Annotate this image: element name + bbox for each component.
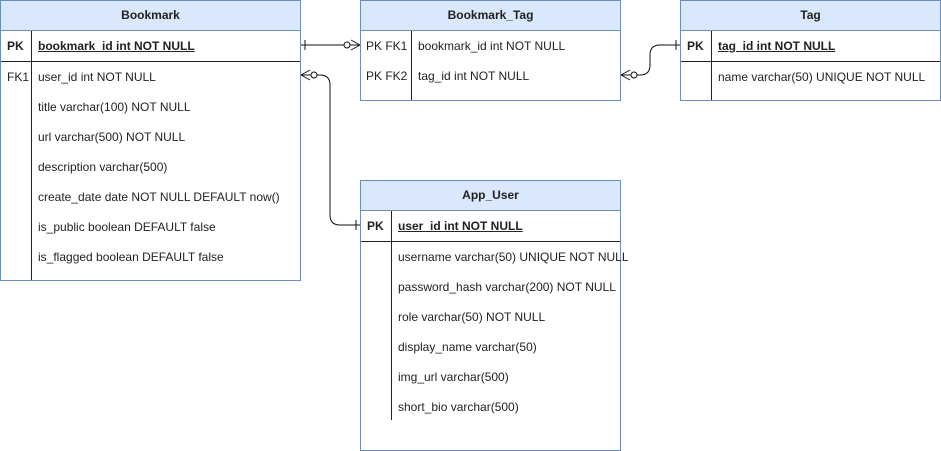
key-label [1,92,31,122]
column-row[interactable]: name varchar(50) UNIQUE NOT NULL [681,62,940,92]
column-row[interactable]: short_bio varchar(500) [361,392,620,422]
key-label [361,272,391,302]
key-column-divider [391,211,392,420]
column-row[interactable]: is_public boolean DEFAULT false [1,212,300,242]
key-label [361,242,391,272]
field-label: bookmark_id int NOT NULL [418,39,566,53]
field-label: description varchar(500) [38,160,168,174]
column-row[interactable]: url varchar(500) NOT NULL [1,122,300,152]
field-label: url varchar(500) NOT NULL [38,130,186,144]
key-column-divider [31,31,32,280]
crowfoot-marker [350,39,361,46]
column-row[interactable]: password_hash varchar(200) NOT NULL [361,272,620,302]
field-label: is_flagged boolean DEFAULT false [38,250,224,264]
optional-marker [630,71,638,79]
key-label [1,212,31,242]
column-row[interactable]: img_url varchar(500) [361,362,620,392]
crowfoot-marker [620,69,631,76]
primary-key-row[interactable]: PK tag_id int NOT NULL [681,31,940,62]
relationship-bookmark-bookmark-tag[interactable] [301,39,361,51]
table-title: Bookmark [1,1,300,31]
field-label: name varchar(50) UNIQUE NOT NULL [718,70,926,84]
key-column-divider [411,31,412,100]
key-label [361,302,391,332]
column-row[interactable]: role varchar(50) NOT NULL [361,302,620,332]
table-title: Bookmark_Tag [361,1,620,31]
field-label: title varchar(100) NOT NULL [38,100,191,114]
field-label: user_id int NOT NULL [38,70,156,84]
field-label: password_hash varchar(200) NOT NULL [398,280,616,294]
field-label: img_url varchar(500) [398,370,509,384]
key-label: PK [367,219,384,233]
key-label [1,122,31,152]
column-row[interactable]: description varchar(500) [1,152,300,182]
field-label: create_date date NOT NULL DEFAULT now() [38,190,280,204]
table-title: Tag [681,1,940,31]
table-tag[interactable]: Tag PK tag_id int NOT NULL name varchar(… [680,0,941,101]
field-label: tag_id int NOT NULL [718,39,836,53]
crowfoot-marker [300,69,311,76]
field-label: short_bio varchar(500) [398,400,519,414]
key-label [1,242,31,272]
key-label [1,182,31,212]
key-column-divider [711,31,712,100]
key-label: PK FK1 [366,39,408,53]
key-label [1,152,31,182]
table-app-user[interactable]: App_User PK user_id int NOT NULL usernam… [360,180,629,451]
field-label: is_public boolean DEFAULT false [38,220,216,234]
field-label: username varchar(50) UNIQUE NOT NULL [398,250,629,264]
field-label: display_name varchar(50) [398,340,537,354]
key-label [361,392,391,422]
key-label: FK1 [7,70,30,84]
field-label: user_id int NOT NULL [398,219,523,233]
field-label: bookmark_id int NOT NULL [38,39,195,53]
column-row[interactable]: display_name varchar(50) [361,332,620,362]
key-label [361,362,391,392]
column-row[interactable]: PK FK1 bookmark_id int NOT NULL [361,31,620,61]
table-bookmark[interactable]: Bookmark PK bookmark_id int NOT NULL FK1… [0,0,301,281]
key-label [681,62,711,92]
relationship-app-user-bookmark[interactable] [300,69,360,230]
optional-marker [343,41,351,49]
column-row[interactable]: username varchar(50) UNIQUE NOT NULL [361,242,629,272]
key-label: PK [687,39,704,53]
column-row[interactable]: is_flagged boolean DEFAULT false [1,242,300,272]
key-label: PK [7,39,24,53]
column-row[interactable]: create_date date NOT NULL DEFAULT now() [1,182,300,212]
relationship-tag-bookmark-tag[interactable] [620,40,680,81]
primary-key-row[interactable]: PK bookmark_id int NOT NULL [1,31,300,62]
optional-marker [310,71,318,79]
key-label: PK FK2 [366,69,408,83]
key-label [361,332,391,362]
field-label: tag_id int NOT NULL [418,69,530,83]
table-title: App_User [361,181,620,211]
column-row[interactable]: FK1 user_id int NOT NULL [1,62,300,92]
table-bookmark-tag[interactable]: Bookmark_Tag PK FK1 bookmark_id int NOT N… [360,0,621,101]
field-label: role varchar(50) NOT NULL [398,310,546,324]
column-row[interactable]: title varchar(100) NOT NULL [1,92,300,122]
column-row[interactable]: PK FK2 tag_id int NOT NULL [361,61,620,91]
primary-key-row[interactable]: PK user_id int NOT NULL [361,211,620,242]
